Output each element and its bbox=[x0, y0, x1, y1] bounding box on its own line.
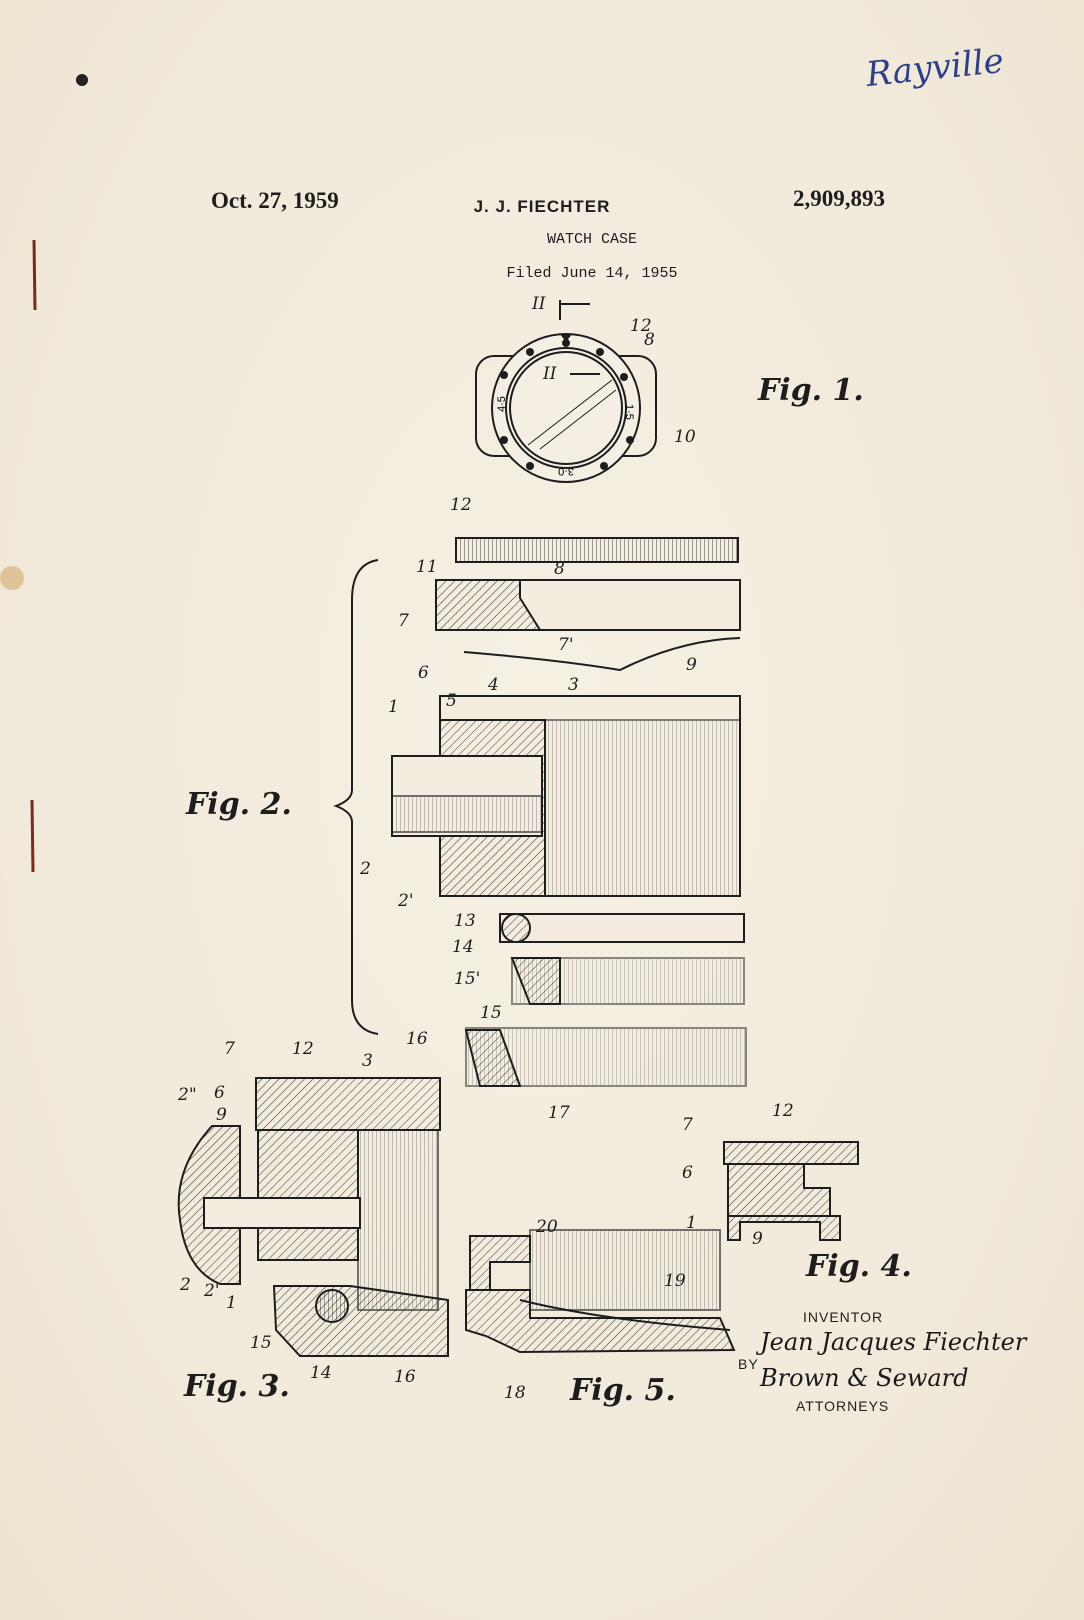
inventor-label: INVENTOR bbox=[803, 1309, 884, 1325]
filing-date: Filed June 14, 1955 bbox=[506, 265, 678, 282]
ref-2-prime-fig3: 2' bbox=[203, 1281, 220, 1301]
fig5-labels: 20 19 18 Fig. 5. bbox=[504, 1217, 686, 1408]
ref-18: 18 bbox=[504, 1383, 526, 1403]
ref-9-fig3: 9 bbox=[216, 1105, 227, 1125]
ref-4: 4 bbox=[487, 675, 499, 695]
ref-6-fig2: 6 bbox=[418, 663, 429, 683]
patent-number: 2,909,893 bbox=[793, 186, 885, 211]
ref-12-fig1: 12 bbox=[630, 316, 652, 336]
ref-12-fig2: 12 bbox=[450, 495, 472, 515]
ref-12-fig3: 12 bbox=[292, 1039, 314, 1059]
fig4-label: Fig. 4. bbox=[805, 1249, 912, 1284]
ref-1-fig2: 1 bbox=[388, 697, 399, 717]
ref-1-fig3: 1 bbox=[226, 1293, 237, 1313]
ref-12-fig4: 12 bbox=[772, 1101, 794, 1121]
ref-8-fig2: 8 bbox=[554, 559, 565, 579]
ref-10-fig1: 10 bbox=[674, 427, 696, 447]
fig2-labels: 12 11 8 7 7' 9 6 4 3 5 1 2 2' 13 14 15' … bbox=[185, 495, 697, 1123]
ref-16-fig2: 16 bbox=[406, 1029, 428, 1049]
dial-number-bottom: 3·0 bbox=[558, 465, 574, 477]
fig1-label: Fig. 1. bbox=[757, 373, 864, 408]
inventor-name: J. J. FIECHTER bbox=[473, 197, 611, 216]
ref-13: 13 bbox=[454, 911, 476, 931]
dial-number-right: 1·5 bbox=[623, 404, 635, 420]
ref-7-fig4: 7 bbox=[682, 1115, 693, 1135]
fig2-section bbox=[333, 537, 747, 1087]
fig3-assembly bbox=[177, 1077, 449, 1357]
ref-6-fig4: 6 bbox=[682, 1163, 693, 1183]
attorney-signature: Brown & Seward bbox=[760, 1364, 969, 1392]
ref-3-fig2: 3 bbox=[568, 675, 579, 695]
ref-15-prime: 15' bbox=[454, 969, 480, 989]
ref-8-fig1: 8 bbox=[644, 330, 655, 350]
fig4-section bbox=[723, 1141, 859, 1241]
ref-2-fig2: 2 bbox=[359, 859, 371, 879]
section-mark-inner: II bbox=[542, 364, 557, 384]
ref-2-fig3: 2 bbox=[179, 1275, 191, 1295]
patent-date: Oct. 27, 1959 bbox=[211, 188, 339, 213]
fig3-label: Fig. 3. bbox=[183, 1369, 290, 1404]
binder-marks bbox=[0, 74, 88, 873]
ref-15-fig2: 15 bbox=[480, 1003, 502, 1023]
fig5-label: Fig. 5. bbox=[569, 1373, 676, 1408]
attorneys-label: ATTORNEYS bbox=[796, 1398, 890, 1414]
fig2-label: Fig. 2. bbox=[185, 787, 292, 822]
ref-6-fig3: 6 bbox=[214, 1083, 225, 1103]
ref-3-fig3: 3 bbox=[362, 1051, 373, 1071]
fig5-section bbox=[465, 1229, 736, 1354]
ref-9-fig2: 9 bbox=[686, 655, 697, 675]
ref-2-double-prime: 2" bbox=[177, 1085, 197, 1105]
ref-7-fig2: 7 bbox=[398, 611, 409, 631]
fig4-labels: 7 12 6 1 9 Fig. 4. bbox=[682, 1101, 912, 1284]
dial-number-left: 4·5 bbox=[496, 396, 508, 412]
ref-1-fig4: 1 bbox=[686, 1213, 697, 1233]
ref-14-fig2: 14 bbox=[452, 937, 474, 957]
ref-19: 19 bbox=[664, 1271, 686, 1291]
ref-16-fig3: 16 bbox=[394, 1367, 416, 1387]
ref-9-fig4: 9 bbox=[752, 1229, 763, 1249]
ref-7-fig3: 7 bbox=[224, 1039, 235, 1059]
ref-5: 5 bbox=[446, 691, 457, 711]
ref-11: 11 bbox=[416, 557, 438, 577]
ref-20: 20 bbox=[535, 1217, 558, 1237]
section-mark-top: II bbox=[531, 294, 546, 314]
inventor-signature: Jean Jacques Fiechter bbox=[760, 1328, 1027, 1356]
ref-2-prime-fig2: 2' bbox=[397, 891, 414, 911]
ref-7-prime: 7' bbox=[558, 635, 574, 655]
ref-14-fig3: 14 bbox=[310, 1363, 332, 1383]
ref-17: 17 bbox=[548, 1103, 570, 1123]
ref-15-fig3: 15 bbox=[250, 1333, 272, 1353]
fig1-labels: II II 4·5 1·5 3·0 12 8 10 Fig. 1. bbox=[496, 294, 864, 477]
by-label: BY bbox=[738, 1356, 759, 1372]
fig3-labels: 7 12 3 2" 6 9 2 2' 1 15 14 16 Fig. 3. bbox=[177, 1039, 416, 1404]
fig1-watch bbox=[475, 300, 657, 483]
patent-title: WATCH CASE bbox=[546, 231, 637, 248]
